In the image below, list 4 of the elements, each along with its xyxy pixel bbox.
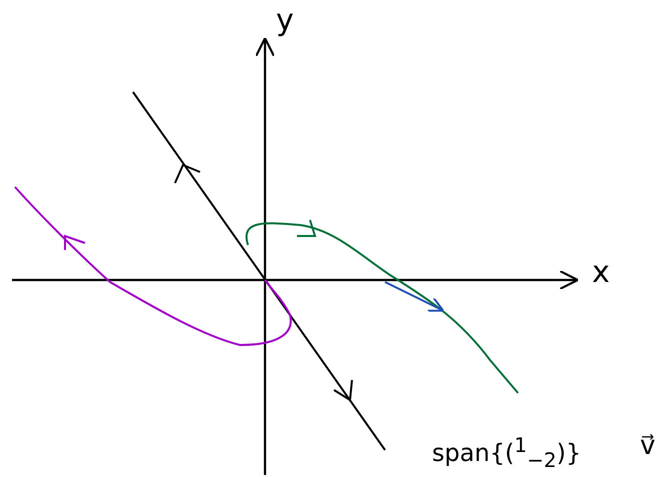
axis-label: y (276, 6, 294, 36)
span-label: span{($^{1}$$_{−2}$)} (432, 435, 582, 470)
axis-label: x (592, 258, 610, 288)
vector-label: v⃗ (640, 433, 656, 459)
